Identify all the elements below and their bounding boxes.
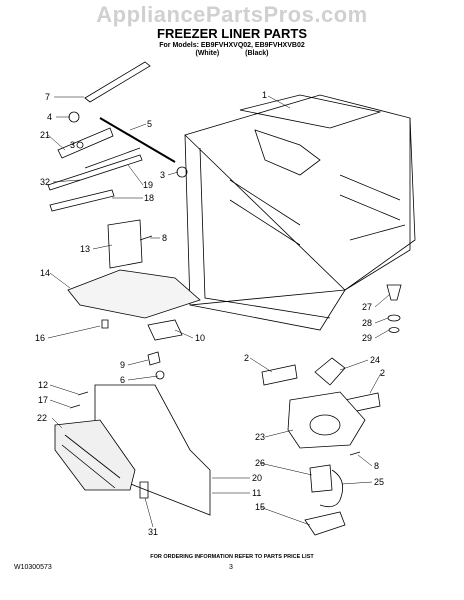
callout-7: 7 [45,92,50,102]
callout-17: 17 [38,395,48,405]
part-29-washer [388,327,400,333]
color-white-label: (White) [195,50,220,57]
callout-32: 32 [40,177,50,187]
color-labels: (White) (Black) [0,50,464,57]
callout-12: 12 [38,380,48,390]
callout-13: 13 [80,244,90,254]
part-23-housing [287,391,366,449]
callout-11: 11 [252,488,261,498]
part-8-screw-lower [349,451,361,456]
part-16-clip [101,319,109,329]
part-18-rail [49,189,115,212]
callout-26: 26 [255,458,265,468]
part-17-screw [69,404,81,409]
color-black-label: (Black) [245,50,269,57]
callout-9: 9 [120,360,125,370]
callout-22: 22 [37,413,47,423]
part-2-pad-left [261,364,298,386]
freezer-liner [184,94,416,331]
callout-31: 31 [148,527,158,537]
callout-16: 16 [35,333,45,343]
part-24-fan [314,357,346,386]
ordering-note: FOR ORDERING INFORMATION REFER TO PARTS … [150,554,314,560]
callout-25: 25 [374,477,384,487]
callout-15: 15 [255,502,265,512]
callout-18: 18 [144,193,154,203]
callout-2-right: 2 [380,368,385,378]
part-19-rail [84,147,141,169]
callout-14: 14 [40,268,50,278]
watermark-text: AppliancePartsPros.com [96,2,368,27]
part-22-grille [54,419,136,491]
callout-3-left: 3 [70,140,75,150]
callout-5: 5 [147,119,152,129]
part-3-gear-b [176,166,188,178]
part-27-cap [386,284,402,301]
callout-1: 1 [262,90,267,100]
part-26-motor [309,464,333,493]
callout-28: 28 [362,318,372,328]
part-3-gear-a [76,141,84,149]
part-21-bracket [57,127,114,159]
part-12-screw [77,391,89,396]
part-5-rod [99,117,176,163]
callout-20: 20 [252,473,262,483]
callout-19: 19 [143,180,153,190]
callout-4: 4 [47,112,52,122]
part-15-bracket [304,511,346,536]
part-8-screw-upper [139,235,153,241]
models-line: For Models: EB9FVHXVQ02, EB9FVHXVB02 [159,42,305,49]
part-7-rail [84,61,151,103]
part-25-wire [319,469,344,508]
part-14-tray [67,269,201,319]
callout-8-lower: 8 [374,461,379,471]
part-10-pad [147,319,183,341]
callout-27: 27 [362,302,372,312]
part-9-part [147,351,161,366]
part-13-bracket [107,219,143,269]
page-title: FREEZER LINER PARTS [157,26,307,41]
callout-6: 6 [120,375,125,385]
callout-2-left: 2 [244,353,249,363]
callout-21: 21 [40,130,50,140]
part-31-clip [139,481,149,499]
callout-29: 29 [362,333,372,343]
part-4-gear [68,111,80,123]
document-id: W10300573 [14,564,52,571]
callout-23: 23 [255,432,265,442]
part-28-washer [387,314,401,322]
part-6-part [155,370,165,380]
callout-24: 24 [370,355,380,365]
callout-8-upper: 8 [162,233,167,243]
page-number: 3 [229,564,233,571]
part-32-rail [47,154,143,191]
callout-3-right: 3 [160,170,165,180]
callout-10: 10 [195,333,205,343]
